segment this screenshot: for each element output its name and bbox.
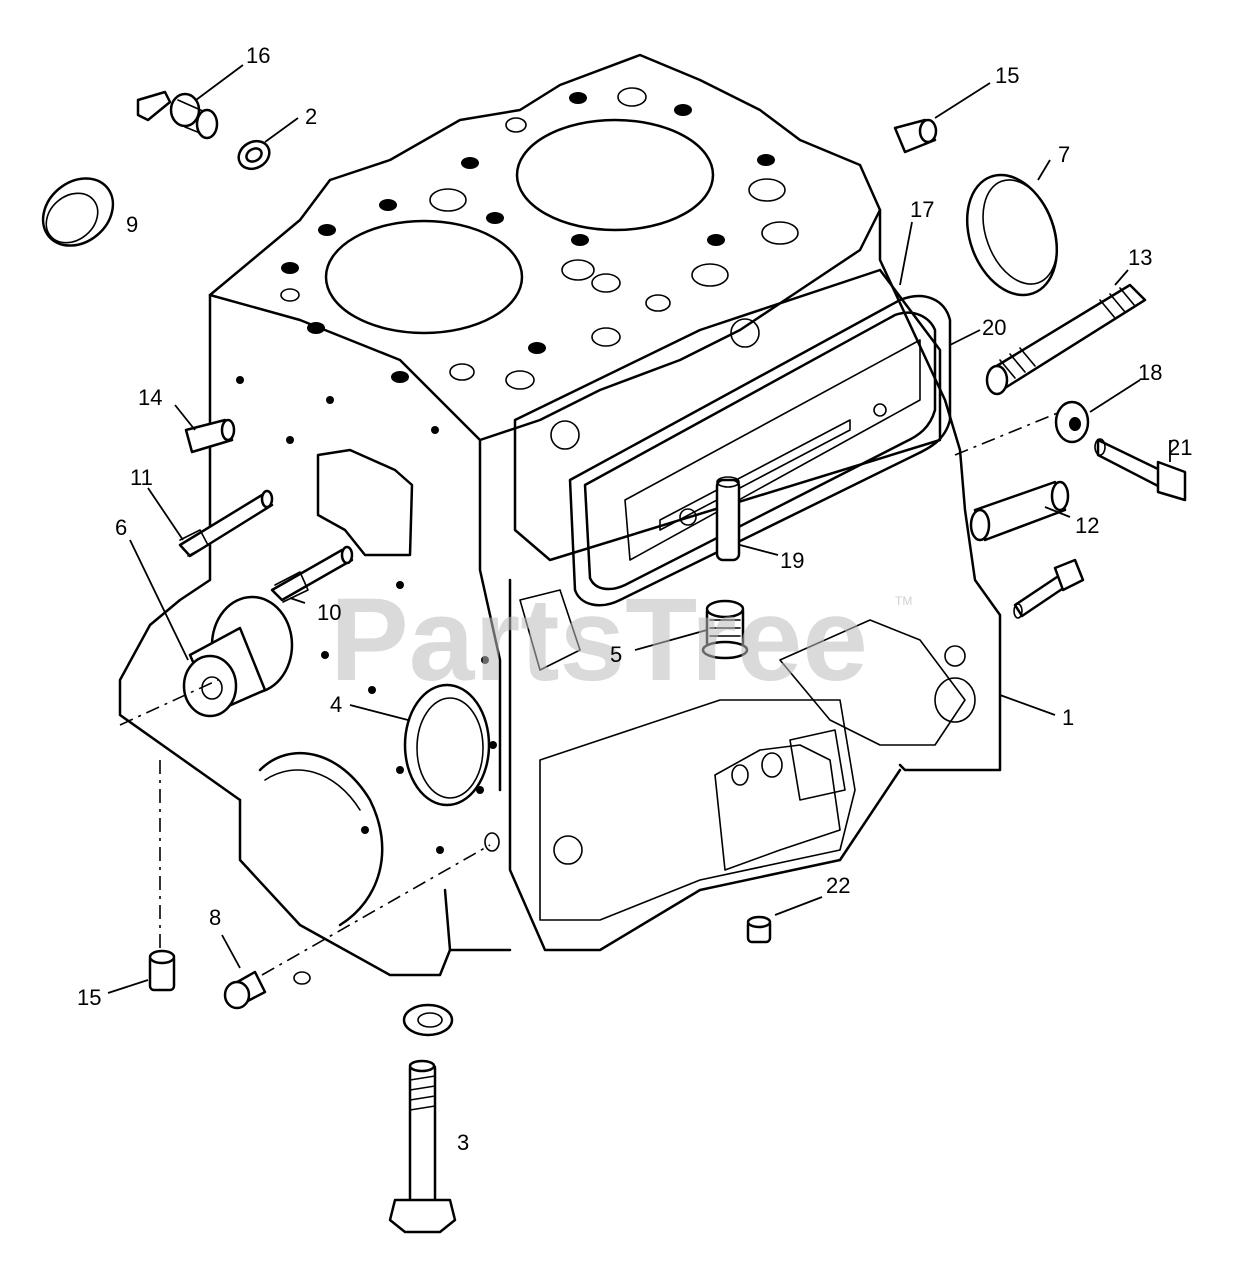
- callout-20: 20: [982, 315, 1006, 340]
- callout-22: 22: [826, 873, 850, 898]
- main-bearing-bolt: [388, 1059, 457, 1234]
- deck-water-holes: [280, 87, 799, 390]
- watermark-tm: TM: [895, 594, 912, 608]
- dowel-pin-22: [746, 915, 772, 944]
- stud-11: [178, 489, 274, 558]
- callout-14: 14: [138, 385, 162, 410]
- long-stud: [985, 283, 1147, 396]
- callout-10: 10: [317, 600, 341, 625]
- oil-filter-fitting: [701, 599, 749, 660]
- drain-cock: [136, 90, 219, 140]
- expansion-plug-left: [41, 177, 115, 247]
- callout-21: 21: [1168, 435, 1192, 460]
- sealing-washer: [1054, 400, 1090, 444]
- leader-lines: [107, 64, 1171, 994]
- callout-16: 16: [246, 43, 270, 68]
- stud-10: [270, 545, 354, 603]
- dowel-pin-top: [893, 118, 938, 154]
- short-stud: [969, 480, 1070, 542]
- callout-9: 9: [126, 212, 138, 237]
- front-face-holes: [236, 376, 500, 854]
- expansion-plug-right: [965, 173, 1059, 297]
- lock-washer: [402, 1003, 454, 1037]
- bolt-21: [1094, 438, 1187, 502]
- callout-6: 6: [115, 515, 127, 540]
- callout-18: 18: [1138, 360, 1162, 385]
- callout-13: 13: [1128, 245, 1152, 270]
- callout-4: 4: [330, 692, 342, 717]
- center-lines: [119, 411, 1061, 976]
- callout-15-bottom: 15: [77, 985, 101, 1010]
- block-bolt: [1013, 558, 1085, 619]
- washer: [237, 139, 271, 171]
- callout-labels: 1 2 3 4 5 6 7 8 9 10 11 12 13 14 15 15 1…: [77, 43, 1192, 1155]
- callout-8: 8: [209, 905, 221, 930]
- callout-7: 7: [1058, 142, 1070, 167]
- watermark-text: PartsTree: [330, 574, 868, 706]
- callout-15-top: 15: [995, 63, 1019, 88]
- callout-19: 19: [780, 548, 804, 573]
- watermark: PartsTree TM: [330, 574, 912, 706]
- callout-11: 11: [130, 465, 153, 490]
- callout-2: 2: [305, 104, 317, 129]
- callout-5: 5: [610, 642, 622, 667]
- pipe-plug: [223, 970, 311, 1010]
- callout-17: 17: [910, 197, 934, 222]
- deck-bolt-holes: [281, 92, 775, 383]
- callout-3: 3: [457, 1130, 469, 1155]
- side-cover-assembly: [568, 294, 952, 607]
- governor-bushing: [182, 595, 294, 718]
- cylinder-block: [118, 53, 1002, 977]
- dowel-pin-14: [184, 418, 236, 454]
- callout-1: 1: [1062, 705, 1074, 730]
- callout-12: 12: [1075, 513, 1099, 538]
- dowel-pin-bottom: [148, 949, 176, 992]
